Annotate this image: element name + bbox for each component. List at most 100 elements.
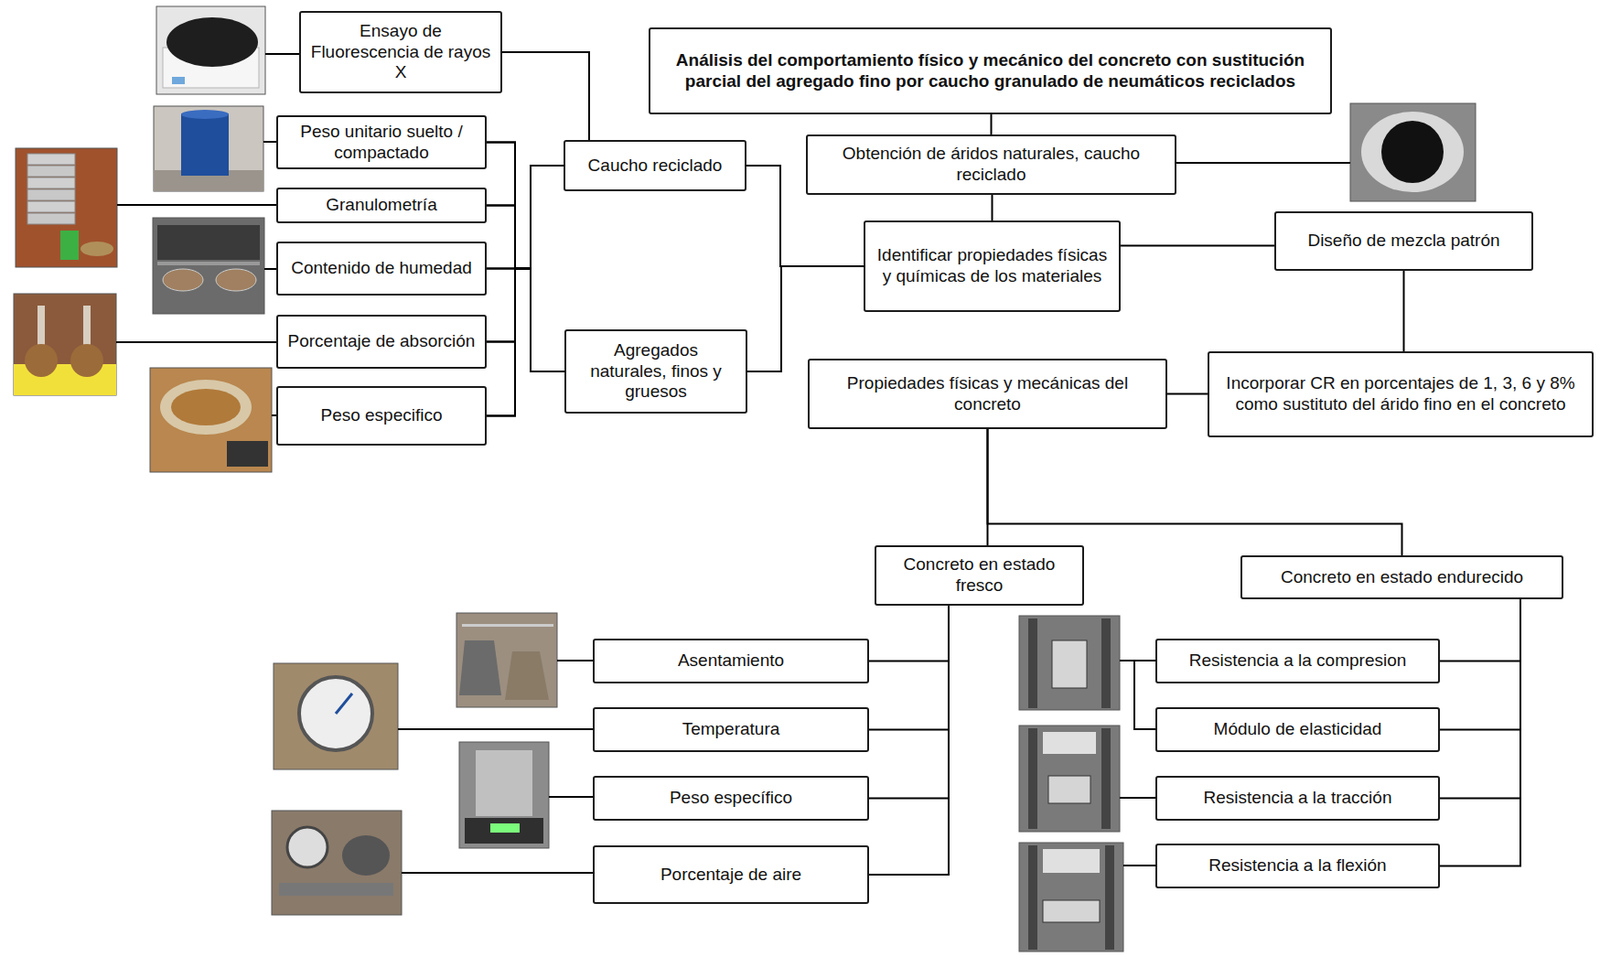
sieve: [27, 189, 76, 201]
photo-frame: [13, 293, 117, 396]
process-box: Concreto en estado fresco: [874, 545, 1085, 606]
box-label: Incorporar CR en porcentajes de 1, 3, 6 …: [1216, 373, 1585, 416]
base: [279, 882, 394, 896]
box-label: Ensayo de Fluorescencia de rayos X: [308, 21, 494, 84]
box-label: Asentamiento: [677, 650, 784, 672]
gauge: [287, 826, 328, 868]
pan: [160, 379, 252, 435]
bucket-photo: [153, 106, 264, 192]
pan: [80, 241, 114, 257]
flask-neck: [37, 305, 45, 350]
box-label: Resistencia a la compresion: [1189, 650, 1407, 672]
connector: [486, 165, 564, 343]
process-box: Ensayo de Fluorescencia de rayos X: [299, 10, 503, 94]
connector: [486, 268, 565, 417]
photo-frame: [15, 148, 118, 268]
oven-rack: [157, 261, 260, 266]
leader-line: [263, 140, 277, 143]
connector: [486, 142, 565, 373]
oven-photo: [152, 217, 265, 314]
process-box: Propiedades físicas y mecánicas del conc…: [807, 358, 1168, 430]
process-box: Peso especifico: [276, 386, 487, 446]
concrete-sample: [504, 651, 549, 700]
leader-line: [265, 53, 300, 55]
scale-photo: [150, 367, 272, 473]
box-label: Resistencia a la flexión: [1208, 855, 1386, 877]
box-label: Caucho reciclado: [588, 155, 723, 177]
leader-line: [1176, 161, 1351, 164]
connector: [486, 268, 565, 373]
connector: [869, 605, 949, 662]
specimen: [1052, 640, 1087, 688]
connector: [486, 205, 565, 373]
leader-line: [397, 728, 593, 731]
brush: [60, 230, 79, 260]
connector: [1167, 393, 1208, 396]
leader-line: [1123, 864, 1156, 867]
photo-frame: [156, 6, 266, 95]
flasks-photo: [13, 293, 117, 396]
box-label: Módulo de elasticidad: [1213, 719, 1383, 741]
column: [1105, 845, 1115, 950]
box-label: Contenido de humedad: [290, 257, 473, 280]
flexion-photo: [1019, 842, 1124, 952]
photo-frame: [152, 217, 265, 314]
sieve: [27, 201, 76, 213]
leader-line: [1119, 796, 1156, 799]
air-meter-photo: [271, 810, 402, 915]
box-label: Análisis del comportamiento físico y mec…: [657, 50, 1323, 93]
connector: [987, 429, 1403, 556]
photo-frame: [1350, 103, 1476, 202]
photo-frame: [1019, 725, 1120, 832]
box-label: Obtención de áridos naturales, caucho re…: [815, 143, 1168, 186]
sieve: [27, 213, 76, 225]
connector: [486, 268, 565, 373]
sieve: [27, 177, 76, 189]
machine-logo: [171, 76, 185, 85]
box-label: Temperatura: [682, 719, 781, 741]
box-label: Peso unitario suelto / compactado: [285, 121, 478, 164]
box-label: Peso especifico: [320, 405, 442, 427]
flask-neck: [83, 305, 91, 350]
bucket: [475, 750, 533, 817]
title-box: Análisis del comportamiento físico y mec…: [648, 27, 1332, 115]
process-box: Porcentaje de aire: [592, 845, 870, 904]
connector: [1439, 599, 1521, 662]
connector: [1120, 245, 1275, 247]
box-label: Identificar propiedades físicas y químic…: [872, 245, 1112, 288]
box-label: Resistencia a la tracción: [1203, 787, 1393, 809]
rubber-photo: [1350, 103, 1476, 202]
process-box: Concreto en estado endurecido: [1240, 555, 1564, 600]
process-box: Agregados naturales, finos y gruesos: [564, 329, 748, 414]
column: [1028, 845, 1038, 950]
connector: [486, 165, 564, 269]
connector: [990, 114, 993, 135]
process-box: Porcentaje de absorción: [276, 314, 487, 369]
connector: [991, 194, 994, 221]
connector: [486, 165, 564, 417]
slump-photo: [456, 612, 558, 708]
box-label: Granulometría: [325, 194, 437, 216]
press-head: [1042, 731, 1096, 754]
connector: [1403, 270, 1406, 352]
bucket-rim: [181, 109, 229, 119]
scale: [226, 440, 269, 467]
display: [490, 823, 520, 833]
dial: [299, 676, 373, 751]
sand: [171, 388, 241, 426]
rod: [461, 623, 554, 627]
process-box: Identificar propiedades físicas y químic…: [863, 220, 1121, 312]
machine-dome: [166, 17, 258, 67]
photo-frame: [456, 612, 558, 708]
leader-line: [1134, 660, 1156, 730]
compression-photo: [1019, 615, 1120, 710]
connector: [502, 52, 590, 140]
bucket: [181, 113, 229, 176]
tension-photo: [1019, 725, 1120, 832]
column: [1101, 618, 1111, 709]
specimen: [1048, 775, 1091, 804]
process-box: Temperatura: [592, 707, 870, 752]
photo-frame: [271, 810, 402, 915]
scale: [464, 817, 544, 844]
leader-line: [548, 795, 593, 798]
